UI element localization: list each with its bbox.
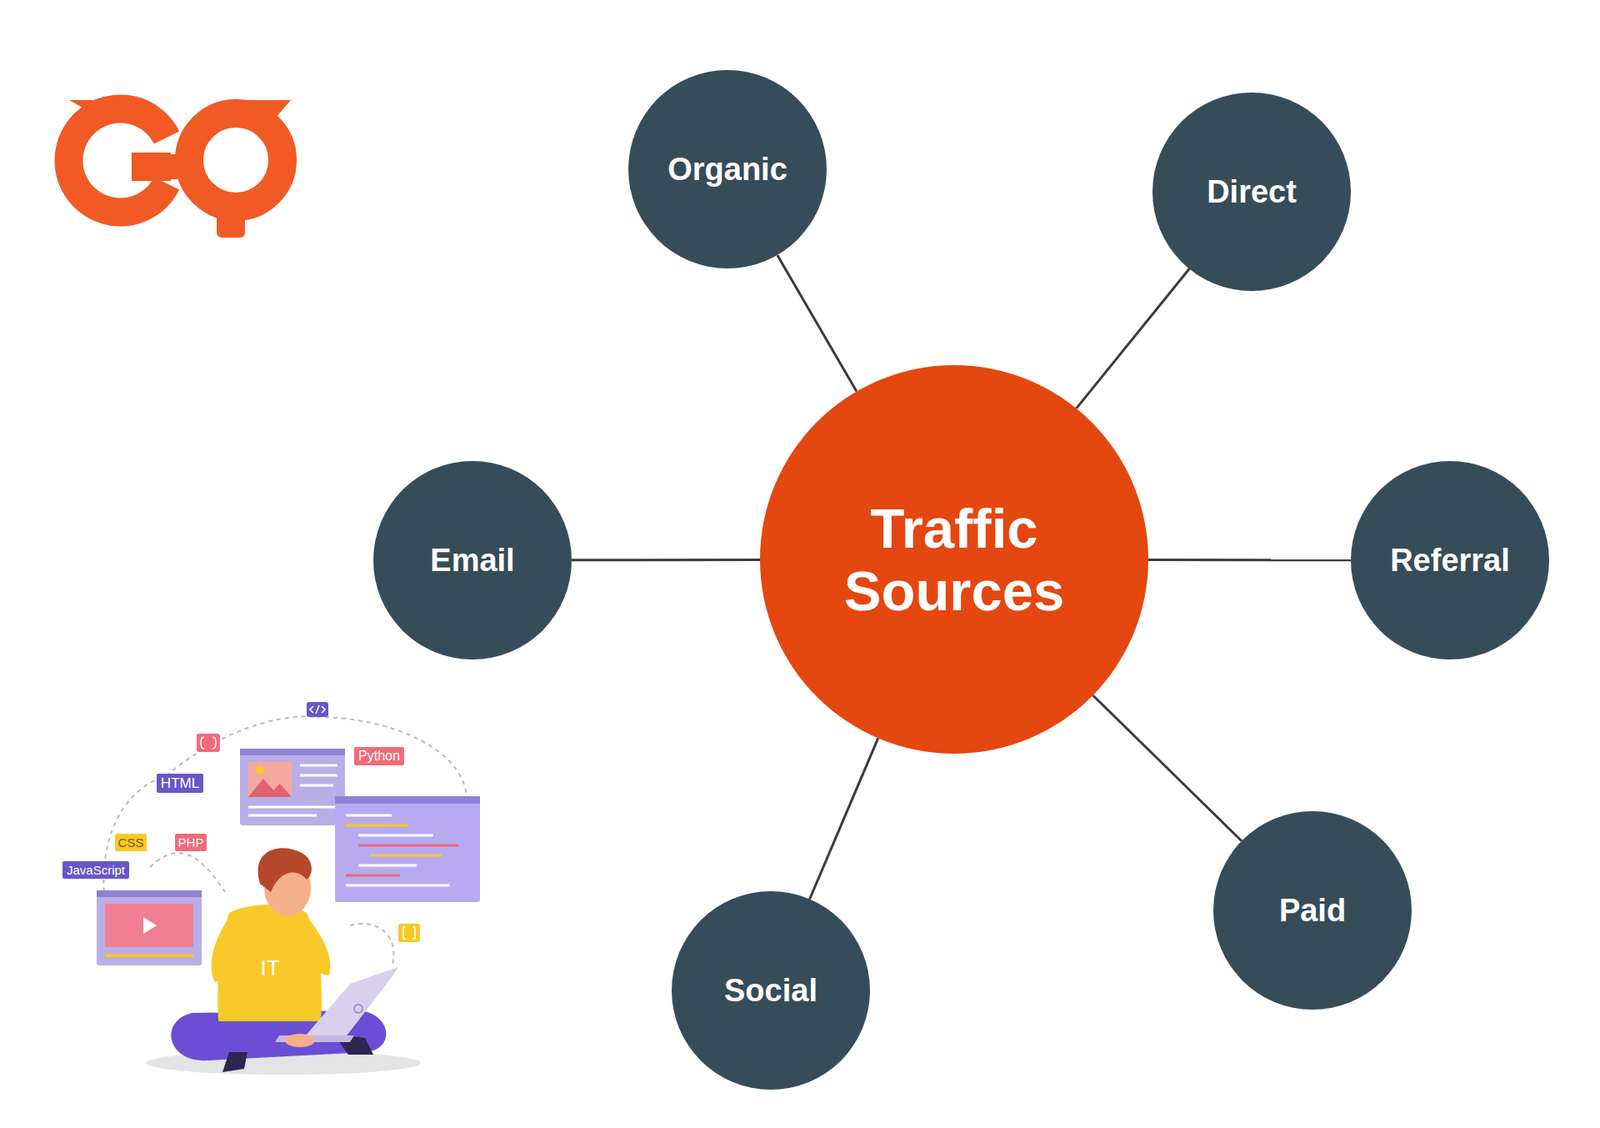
code-tag: CSS [115, 833, 148, 851]
connector-line [777, 255, 857, 392]
logo [68, 108, 283, 212]
code-tag: Python [354, 746, 405, 765]
source-label: Social [724, 972, 818, 1009]
connector-line [1148, 558, 1351, 561]
source-circle: Referral [1350, 460, 1550, 660]
image-window [240, 748, 345, 825]
connector-line [1076, 268, 1190, 408]
connector-line [1092, 695, 1241, 841]
source-label: Paid [1279, 892, 1346, 929]
code-window [335, 795, 480, 902]
source-circle: Direct [1152, 92, 1351, 291]
logo-accents [69, 100, 291, 238]
connector-line [571, 558, 760, 561]
source-circle: Email [373, 460, 572, 660]
source-circle: Paid [1213, 810, 1412, 1010]
source-label: Email [430, 542, 515, 579]
source-label: Organic [667, 151, 788, 188]
video-window [96, 890, 202, 965]
code-tag: JavaScript [62, 860, 130, 879]
shirt-print: IT [260, 956, 280, 979]
source-circle: Social [671, 890, 870, 1090]
person [145, 847, 421, 1075]
connector-line [810, 737, 879, 899]
code-tag: PHP [175, 833, 208, 851]
hub-circle: Traffic Sources [760, 365, 1149, 754]
source-label: Direct [1206, 174, 1297, 210]
code-tag: HTML [156, 773, 204, 793]
source-label: Referral [1390, 542, 1510, 579]
hub-title: Traffic Sources [812, 496, 1096, 622]
source-circle: Organic [628, 70, 827, 269]
